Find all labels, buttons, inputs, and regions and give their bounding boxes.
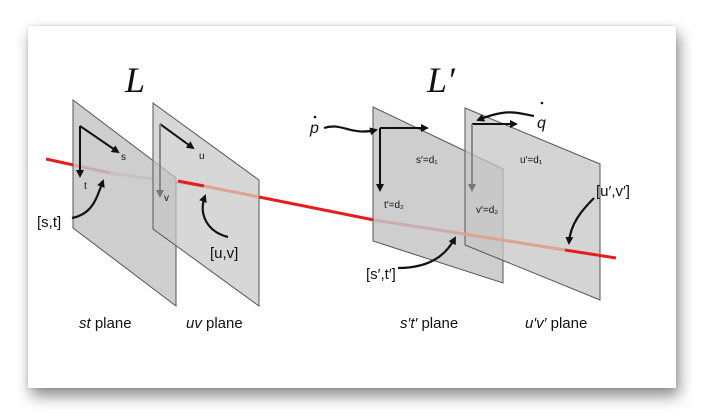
uv-point-label: [u,v] [210,245,238,262]
point-p-label: p [309,120,319,137]
s-prime-t-prime-point-label: [s′,t′] [366,266,396,283]
ray-right-occluded [457,231,566,252]
point-q-arrow [476,111,535,122]
st-point-arrow [71,179,105,220]
u-prime-v-prime-point-label: [u′,v′] [596,183,630,200]
u-prime-v-prime-point-arrow [565,197,595,245]
point-p-dot [313,115,317,119]
u-prime-axis-label: u′=d₁ [520,155,543,166]
s-prime-axis-label: s′=d₁ [416,155,438,166]
uv-plane [152,102,260,307]
ray-middle [258,195,375,222]
right-light-field-label: L′ [426,60,456,100]
u-prime-v-prime-plane [464,107,601,301]
st-point-label: [s,t] [37,214,61,231]
uv-axis-u [159,123,195,150]
point-q-dot [540,101,544,105]
st-plane-caption: st plane [79,315,132,332]
s-prime-t-prime-plane-caption-word: plane [417,315,458,332]
point-q-label: q [537,115,546,132]
ray-left-hit-uv [177,179,205,188]
uv-point-arrow [199,194,229,239]
st-plane [72,98,177,308]
u-prime-v-prime-plane-caption: u′v′ plane [525,315,587,332]
ray-right-exit [564,248,617,260]
uv-axis-v-label: v [164,193,169,204]
uv-axis-u-label: u [199,151,205,162]
t-prime-axis-label: t′=d₂ [384,200,404,211]
left-light-field-label: L [124,60,145,100]
s-prime-t-prime-plane-caption-name: s′t′ [400,315,418,332]
u-prime-v-prime-plane-caption-word: plane [546,315,587,332]
uv-plane-caption: uv plane [186,315,243,332]
s-prime-t-prime-plane-caption: s′t′ plane [400,315,458,332]
st-plane-caption-word: plane [91,315,132,332]
s-prime-t-prime-point-arrow [397,236,456,270]
ray-left-behind [203,184,260,199]
st-axis-s [79,125,120,154]
st-axis-s-label: s [121,152,126,163]
uv-plane-caption-name: uv [186,315,203,332]
point-p-arrow [323,125,378,136]
uv-plane-caption-word: plane [202,315,243,332]
u-prime-v-prime-plane-caption-name: u′v′ [525,315,548,332]
st-axis-t-label: t [84,181,87,192]
st-plane-caption-name: st [79,315,92,332]
v-prime-axis-label: v′=d₂ [476,205,498,216]
